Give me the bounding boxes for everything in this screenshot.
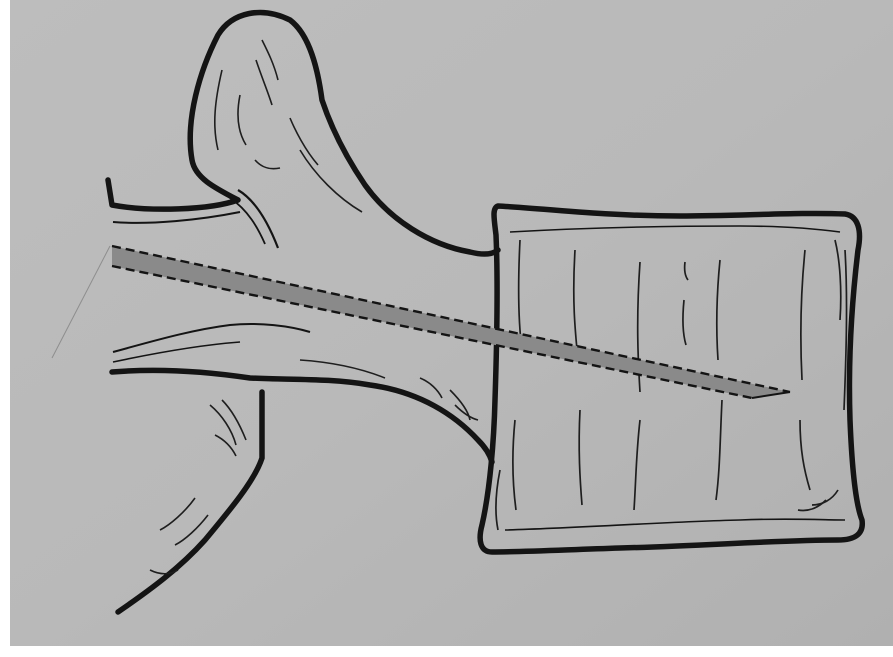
left-border: [0, 0, 10, 657]
bottom-border: [0, 646, 893, 657]
